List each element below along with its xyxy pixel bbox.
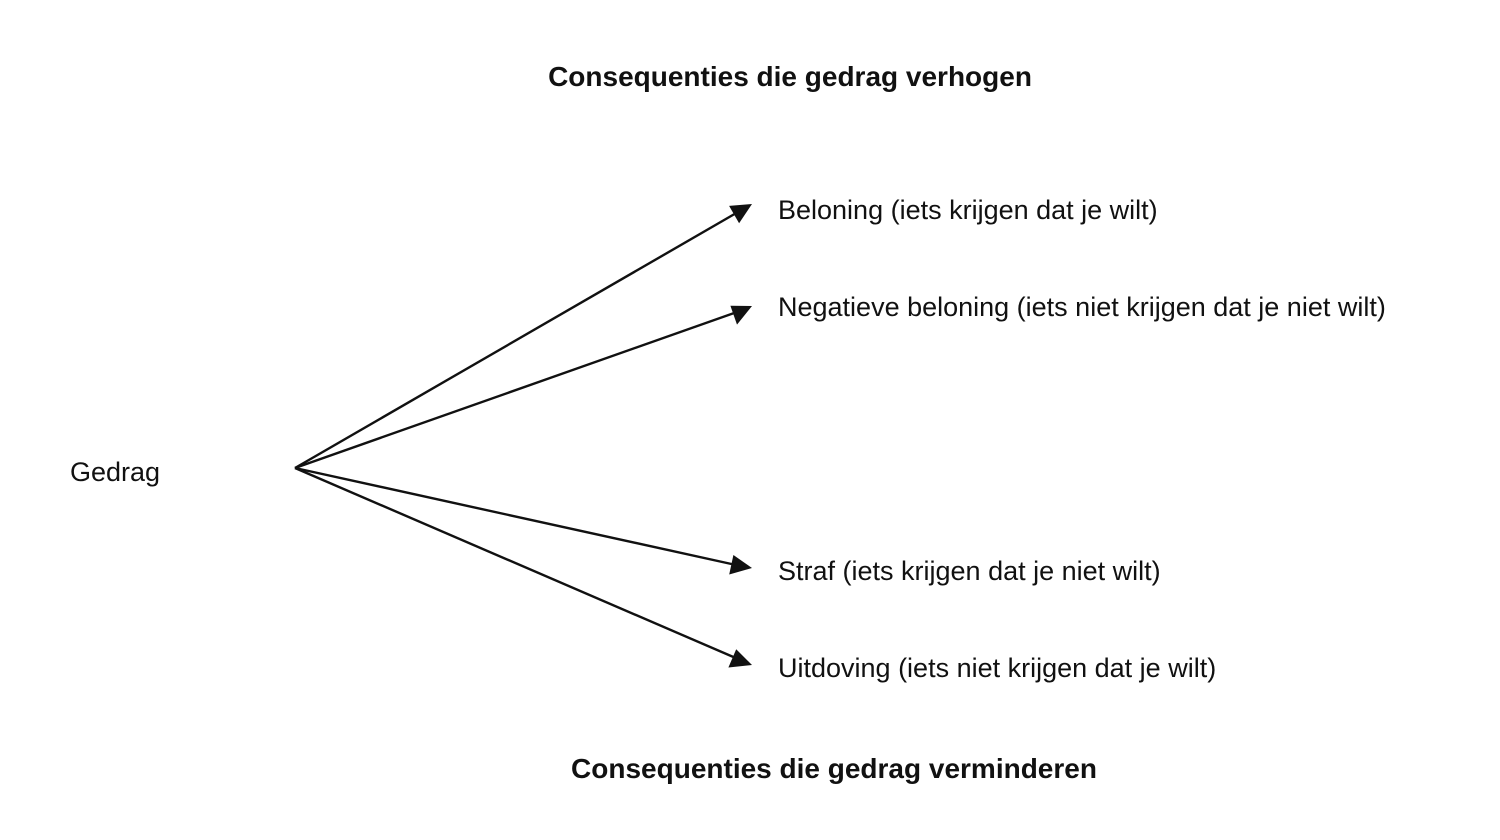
target-label-negatieve-beloning: Negatieve beloning (iets niet krijgen da… bbox=[778, 292, 1386, 322]
arrowhead-icon bbox=[730, 305, 752, 325]
increase-consequences-heading: Consequenties die gedrag verhogen bbox=[548, 61, 1032, 92]
arrow-to-target-3 bbox=[294, 466, 752, 575]
arrow-shaft bbox=[294, 466, 739, 661]
target-label-beloning: Beloning (iets krijgen dat je wilt) bbox=[778, 195, 1158, 225]
arrow-to-target-4 bbox=[294, 466, 752, 668]
decrease-consequences-heading: Consequenties die gedrag verminderen bbox=[571, 753, 1097, 784]
target-label-uitdoving: Uitdoving (iets niet krijgen dat je wilt… bbox=[778, 653, 1217, 683]
arrow-to-target-2 bbox=[294, 305, 752, 470]
arrow-to-target-1 bbox=[294, 204, 752, 470]
arrowhead-icon bbox=[729, 555, 752, 575]
arrowhead-icon bbox=[729, 204, 752, 224]
target-label-straf: Straf (iets krijgen dat je niet wilt) bbox=[778, 556, 1161, 586]
arrowhead-icon bbox=[728, 649, 752, 668]
source-node-label: Gedrag bbox=[70, 457, 161, 487]
arrow-shaft bbox=[294, 210, 739, 470]
arrow-shaft bbox=[294, 310, 738, 470]
arrow-shaft bbox=[294, 466, 737, 567]
